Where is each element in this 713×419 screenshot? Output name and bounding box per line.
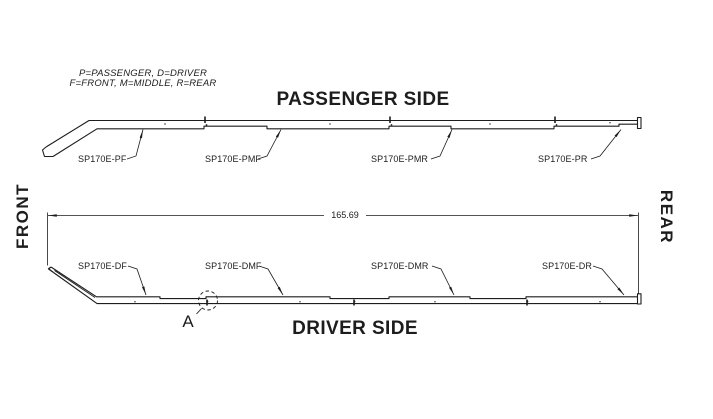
part-label-sp170e-pmf: SP170E-PMF bbox=[205, 154, 262, 164]
passenger-rail-rivets bbox=[164, 122, 611, 126]
passenger-side-title: PASSENGER SIDE bbox=[276, 89, 450, 110]
driver-rail-rivets bbox=[134, 300, 601, 303]
detail-callout-label: A bbox=[182, 312, 194, 331]
rear-label: REAR bbox=[657, 189, 676, 245]
passenger-leader-lines bbox=[126, 129, 622, 160]
passenger-rail-joints bbox=[204, 116, 556, 123]
legend-line-2: F=FRONT, M=MIDDLE, R=REAR bbox=[69, 78, 217, 89]
part-label-sp170e-pr: SP170E-PR bbox=[538, 154, 588, 164]
front-label: FRONT bbox=[13, 182, 32, 250]
detail-callout-circle bbox=[196, 290, 218, 315]
part-label-sp170e-pf: SP170E-PF bbox=[78, 154, 127, 164]
legend-line-1: P=PASSENGER, D=DRIVER bbox=[78, 68, 208, 79]
passenger-rail bbox=[41, 116, 642, 158]
driver-rail bbox=[47, 266, 642, 306]
part-label-sp170e-df: SP170E-DF bbox=[78, 261, 127, 271]
legend: P=PASSENGER, D=DRIVER F=FRONT, M=MIDDLE,… bbox=[62, 69, 224, 89]
part-label-sp170e-dmf: SP170E-DMF bbox=[205, 261, 262, 271]
part-label-sp170e-dmr: SP170E-DMR bbox=[371, 261, 429, 271]
dimension-value: 165.69 bbox=[331, 210, 359, 220]
driver-leader-lines bbox=[127, 265, 625, 296]
part-label-sp170e-dr: SP170E-DR bbox=[542, 261, 592, 271]
dimension-lines bbox=[47, 212, 639, 294]
driver-side-title: DRIVER SIDE bbox=[292, 318, 418, 339]
driver-rail-joints bbox=[206, 299, 528, 306]
part-label-sp170e-pmr: SP170E-PMR bbox=[371, 154, 429, 164]
